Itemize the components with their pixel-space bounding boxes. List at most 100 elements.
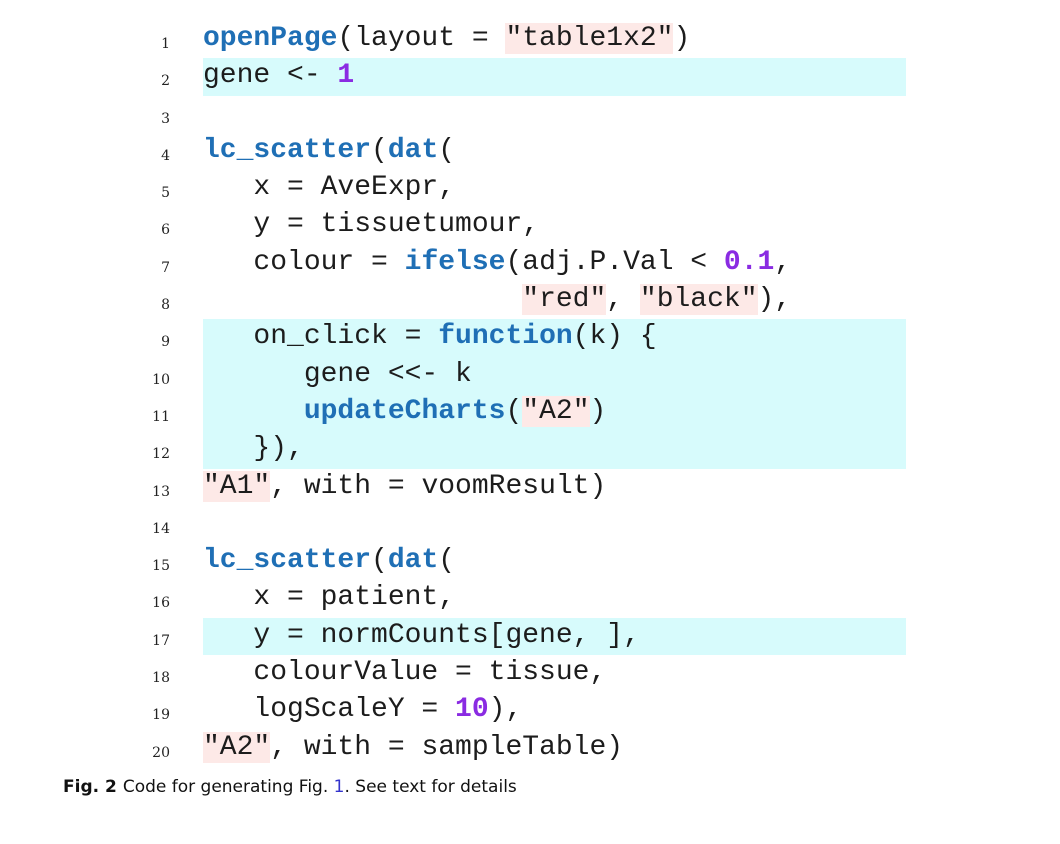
- figure-label: Fig. 2: [63, 777, 117, 797]
- code-text: logScaleY = 10),: [203, 695, 522, 725]
- code-token: , with = sampleTable): [270, 731, 624, 763]
- code-text: x = patient,: [203, 583, 455, 613]
- code-token: x = patient,: [203, 582, 456, 614]
- line-highlight: [203, 319, 906, 357]
- code-line: 14: [0, 506, 1060, 543]
- code-token: logScaleY =: [203, 694, 456, 726]
- code-token: (: [505, 395, 523, 427]
- line-number: 9: [161, 334, 170, 351]
- code-token: ,: [774, 246, 792, 278]
- line-number: 5: [161, 185, 170, 202]
- figure-reference-link[interactable]: 1: [333, 777, 345, 797]
- code-text: }),: [203, 433, 304, 465]
- line-number: 12: [152, 446, 170, 463]
- caption-text-after: . See text for details: [344, 777, 517, 797]
- code-token: (: [371, 545, 388, 577]
- code-line: 6 y = tissuetumour,: [0, 207, 1060, 244]
- code-token: ),: [488, 694, 523, 726]
- code-string: "table1x2": [505, 23, 674, 54]
- code-token: (: [371, 134, 388, 166]
- line-number: 17: [152, 632, 170, 649]
- code-token: colourValue = tissue,: [203, 657, 607, 689]
- line-number: 14: [152, 520, 170, 537]
- line-highlight: [203, 58, 906, 96]
- code-token: }),: [203, 433, 304, 465]
- code-token: on_click =: [203, 321, 439, 353]
- code-text: "A1", with = voomResult): [203, 470, 607, 502]
- line-number: 8: [161, 297, 170, 314]
- code-line: 8 "red", "black"),: [0, 282, 1060, 319]
- code-number: 1: [337, 60, 355, 92]
- code-line: 18 colourValue = tissue,: [0, 655, 1060, 692]
- code-token: gene <-: [203, 60, 338, 92]
- code-line: 20 "A2", with = sampleTable): [0, 730, 1060, 767]
- line-number: 13: [152, 483, 170, 500]
- code-token: (adj.P.Val <: [505, 246, 724, 278]
- code-line: 10 gene <<- k: [0, 356, 1060, 394]
- code-text: on_click = function(k) {: [203, 321, 657, 353]
- code-line: 11 updateCharts("A2"): [0, 393, 1060, 432]
- line-number: 10: [152, 371, 170, 388]
- line-highlight: [203, 431, 906, 469]
- code-line: 16 x = patient,: [0, 580, 1060, 617]
- line-number: 11: [152, 408, 170, 425]
- code-line: 9 on_click = function(k) {: [0, 319, 1060, 357]
- line-number: 3: [161, 110, 170, 127]
- line-number: 6: [161, 222, 170, 239]
- code-token: y = normCounts[gene, ],: [203, 619, 640, 651]
- code-keyword: function: [438, 321, 573, 353]
- code-token: (: [438, 134, 456, 166]
- code-line: 3: [0, 96, 1060, 133]
- code-keyword: updateCharts: [303, 395, 506, 427]
- code-keyword: dat: [387, 545, 439, 577]
- code-token: colour =: [203, 246, 405, 278]
- code-token: (k) {: [572, 321, 657, 353]
- code-text: lc_scatter(dat(: [203, 134, 456, 166]
- code-line: 7 colour = ifelse(adj.P.Val < 0.1,: [0, 245, 1060, 282]
- code-text: colourValue = tissue,: [203, 658, 606, 688]
- code-string: "A2": [203, 731, 271, 763]
- caption-text-before: Code for generating Fig.: [122, 777, 334, 797]
- code-keyword: ifelse: [404, 246, 506, 278]
- line-number: 15: [152, 558, 170, 575]
- code-token: (: [438, 545, 456, 577]
- code-keyword: lc_scatter: [203, 134, 372, 166]
- line-number: 18: [152, 670, 170, 687]
- code-keyword: lc_scatter: [203, 545, 372, 577]
- line-number: 20: [152, 744, 170, 761]
- code-line: 13 "A1", with = voomResult): [0, 469, 1060, 506]
- code-text: lc_scatter(dat(: [203, 546, 455, 576]
- code-token: ,: [606, 284, 640, 316]
- code-keyword: dat: [387, 134, 439, 166]
- line-number: 1: [161, 36, 170, 52]
- code-line: 5 x = AveExpr,: [0, 170, 1060, 207]
- code-keyword: openPage: [203, 23, 338, 54]
- line-highlight: [203, 356, 906, 394]
- code-text: x = AveExpr,: [203, 173, 455, 203]
- code-string: "A1": [203, 470, 271, 502]
- code-token: [203, 284, 522, 315]
- code-line: 19 logScaleY = 10),: [0, 692, 1060, 729]
- code-token: gene <<- k: [203, 358, 472, 390]
- code-text: "A2", with = sampleTable): [203, 731, 624, 763]
- code-token: , with = voomResult): [270, 470, 607, 502]
- code-line: 12 }),: [0, 431, 1060, 469]
- code-token: ): [673, 23, 691, 54]
- code-text: gene <- 1: [203, 61, 354, 91]
- code-text: y = normCounts[gene, ],: [203, 619, 640, 651]
- code-text: y = tissuetumour,: [203, 210, 539, 240]
- code-string: "red": [522, 284, 607, 316]
- line-number: 16: [152, 595, 170, 612]
- code-token: y = tissuetumour,: [203, 209, 540, 241]
- code-token: x = AveExpr,: [203, 172, 456, 204]
- code-number: 0.1: [723, 246, 775, 278]
- code-string: "A2": [522, 395, 590, 427]
- line-highlight: [203, 617, 906, 656]
- code-text: gene <<- k: [203, 358, 472, 390]
